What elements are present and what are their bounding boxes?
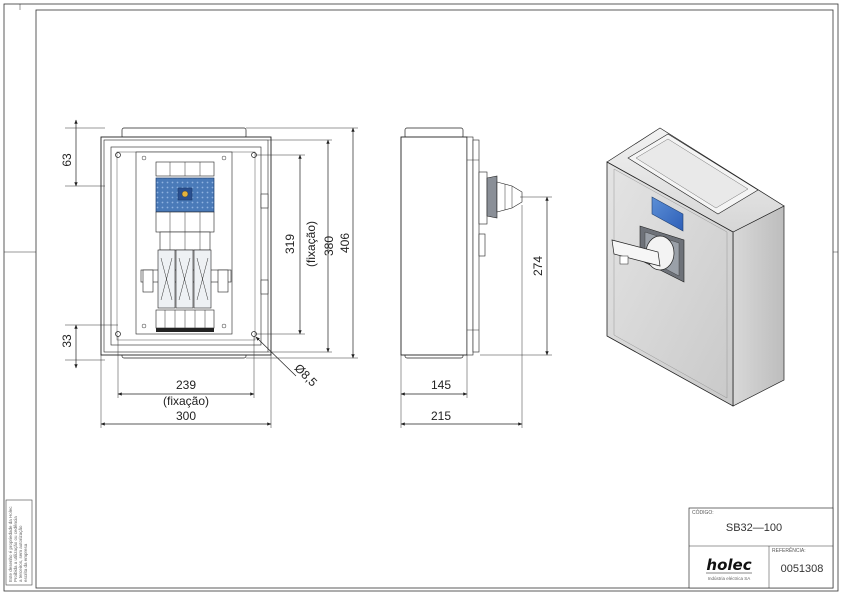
front-view (100, 127, 272, 359)
side-dimension-labels: 274 145 215 (431, 256, 545, 423)
isometric-view (606, 127, 785, 407)
dim-inner-height: 380 (322, 236, 336, 256)
sheet-border (3, 3, 839, 592)
front-dimensions (65, 119, 358, 428)
dim-fixing-height: 319 (283, 234, 297, 254)
dim-fixing-width: 239 (176, 378, 196, 392)
side-dimensions (400, 196, 552, 428)
side-note: Este desenho é propriedade da Holec Proi… (5, 499, 33, 586)
dim-fixing-height-note: (fixação) (304, 221, 318, 267)
dim-hole-diameter: Ø8,5 (292, 361, 321, 390)
dim-body-depth: 145 (431, 378, 451, 392)
dim-top-offset: 63 (60, 153, 74, 167)
dim-total-height: 406 (338, 233, 352, 253)
side-view (400, 127, 523, 359)
svg-text:Proibida a utilização ou cedên: Proibida a utilização ou cedência (13, 516, 18, 582)
dim-bottom-offset: 33 (60, 334, 74, 348)
holec-logo: holec (706, 556, 751, 574)
code-label: CÓDIGO: (692, 509, 714, 516)
logo-tagline: Indústria eléctrica SA (708, 576, 751, 581)
title-block: CÓDIGO: SB32—100 REFERÊNCIA: 0051308 hol… (688, 507, 834, 589)
reference-label: REFERÊNCIA: (772, 546, 806, 554)
reference-value: 0051308 (781, 563, 824, 575)
svg-text:Este desenho é propriedade da: Este desenho é propriedade da Holec (8, 506, 13, 582)
dim-fixing-width-note: (fixação) (163, 394, 209, 408)
svg-text:escrita da empresa: escrita da empresa (23, 543, 28, 582)
dim-total-width: 300 (176, 409, 196, 423)
dim-door-depth: 274 (531, 256, 545, 276)
dim-total-depth: 215 (431, 409, 451, 423)
code-value: SB32—100 (726, 522, 782, 534)
svg-text:a terceiros, sem autorização: a terceiros, sem autorização (18, 525, 23, 582)
